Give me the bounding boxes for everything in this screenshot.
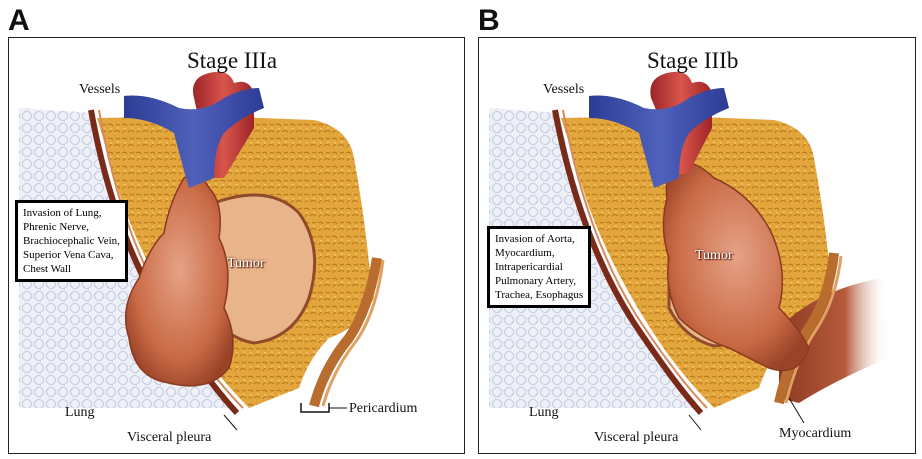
lung-label-b: Lung	[529, 405, 559, 421]
lung-label-a: Lung	[65, 405, 95, 421]
invasion-line: Brachiocephalic Vein,	[23, 234, 120, 248]
stage-iiia-title: Stage IIIa	[187, 48, 277, 74]
stage-iiib-title: Stage IIIb	[647, 48, 738, 74]
myocardium-label: Myocardium	[779, 426, 851, 442]
visceral-pleura-label-a: Visceral pleura	[127, 430, 211, 446]
invasion-line: Pulmonary Artery,	[495, 274, 583, 288]
panel-b: Stage IIIb Vessels Tumor Lung Visceral p…	[478, 37, 916, 454]
vessels-label-b: Vessels	[543, 82, 584, 98]
invasion-line: Chest Wall	[23, 262, 120, 276]
panel-a: Stage IIIa Vessels Tumor Lung Visceral p…	[8, 37, 465, 454]
invasion-line: Superior Vena Cava,	[23, 248, 120, 262]
panel-b-letter: B	[478, 6, 500, 36]
invasion-line: Myocardium,	[495, 246, 583, 260]
tumor-label-a: Tumor	[227, 256, 265, 272]
visceral-pleura-label-b: Visceral pleura	[594, 430, 678, 446]
pericardium-label: Pericardium	[349, 401, 417, 417]
invasion-line: Invasion of Aorta,	[495, 232, 583, 246]
vessels-label-a: Vessels	[79, 82, 120, 98]
panel-a-letter: A	[8, 6, 30, 36]
invasion-line: Phrenic Nerve,	[23, 220, 120, 234]
invasion-box-b: Invasion of Aorta, Myocardium, Intraperi…	[487, 226, 591, 308]
invasion-line: Trachea, Esophagus	[495, 288, 583, 302]
invasion-box-a: Invasion of Lung, Phrenic Nerve, Brachio…	[15, 200, 128, 282]
invasion-line: Invasion of Lung,	[23, 206, 120, 220]
tumor-label-b: Tumor	[695, 248, 733, 264]
invasion-line: Intrapericardial	[495, 260, 583, 274]
